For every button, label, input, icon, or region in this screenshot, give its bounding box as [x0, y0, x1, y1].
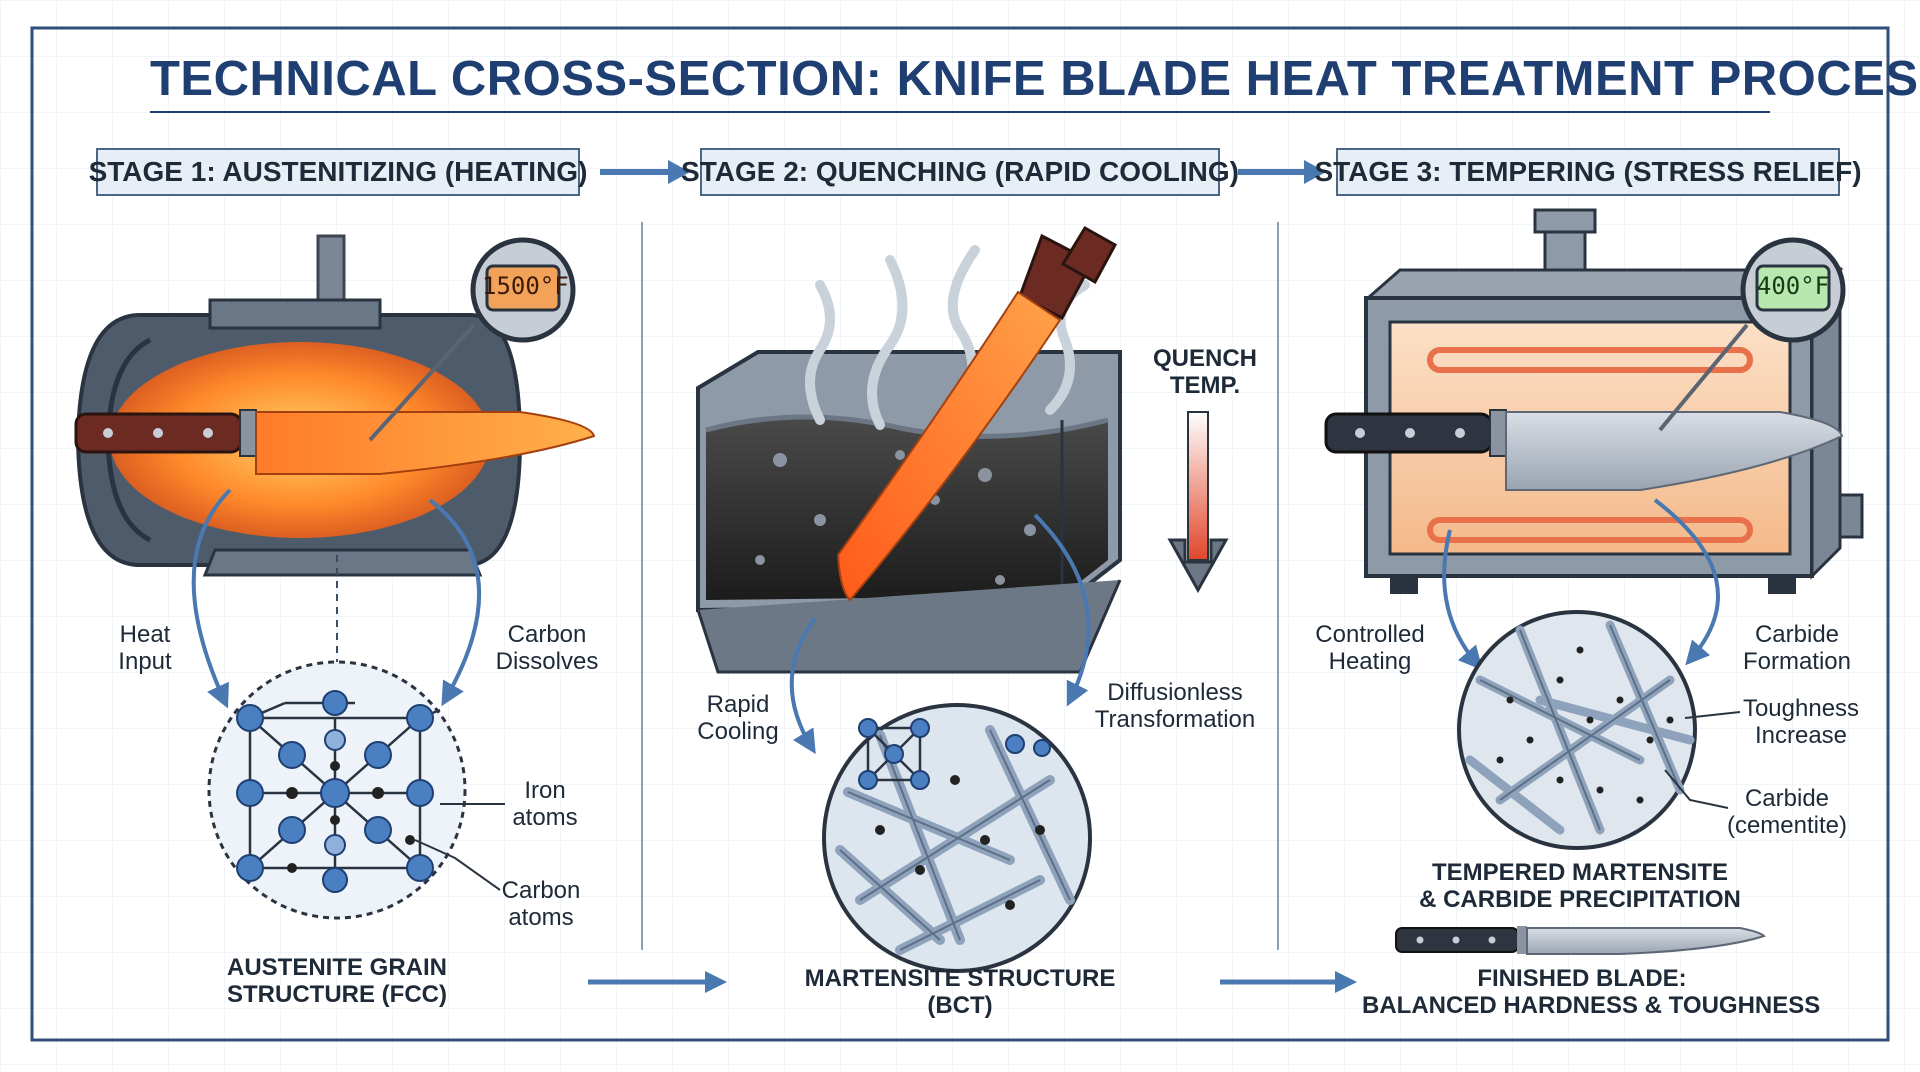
rapid-cooling-arrow: [789, 616, 817, 755]
martensite-icon: [822, 703, 1092, 973]
flow-arrow-bottom-2: [1220, 971, 1357, 993]
quench-temp-label: QUENCH TEMP.: [1152, 345, 1257, 399]
stage-2-banner: STAGE 2: QUENCHING (RAPID COOLING): [681, 148, 1239, 196]
knife-hot-icon: [74, 409, 596, 475]
carbide-leader: [1664, 769, 1729, 809]
finished-knife-icon: [1395, 926, 1766, 955]
tempered-caption: TEMPERED MARTENSITE & CARBIDE PRECIPITAT…: [1419, 859, 1741, 913]
carbon-dissolves-arrow: [428, 498, 482, 707]
fcc-lattice-icon: [207, 660, 505, 920]
tempered-martensite-icon: [1457, 610, 1741, 850]
carbide-formation-label: Carbide Formation: [1742, 621, 1852, 675]
rapid-cooling-label: Rapid Cooling: [697, 691, 779, 745]
carbide-cementite-label: Carbide (cementite): [1726, 785, 1848, 839]
thermometer-icon: [368, 237, 576, 442]
diffusionless-arrow: [1033, 513, 1091, 707]
thermometer-oven-icon: [1658, 237, 1846, 432]
carbon-dissolves-label: Carbon Dissolves: [495, 621, 599, 675]
page-title: TECHNICAL CROSS-SECTION: KNIFE BLADE HEA…: [150, 52, 1920, 106]
toughness-leader: [1684, 711, 1741, 719]
furnace-temp-readout: 1500°F: [482, 272, 569, 300]
toughness-increase-label: Toughness Increase: [1742, 695, 1860, 749]
carbide-formation-arrow: [1653, 498, 1720, 666]
carbon-atoms-label: Carbon atoms: [501, 877, 581, 931]
finished-blade-caption: FINISHED BLADE: BALANCED HARDNESS & TOUG…: [1362, 965, 1821, 1019]
stage-3-banner: STAGE 3: TEMPERING (STRESS RELIEF): [1314, 148, 1862, 196]
knife-quench-icon: [836, 225, 1118, 602]
flow-arrow-bottom-1: [588, 971, 727, 993]
controlled-heating-label: Controlled Heating: [1315, 621, 1425, 675]
martensite-caption: MARTENSITE STRUCTURE (BCT): [804, 965, 1116, 1019]
outer-frame: [30, 26, 1890, 1042]
austenite-caption: AUSTENITE GRAIN STRUCTURE (FCC): [226, 954, 447, 1008]
furnace-icon: [75, 234, 523, 577]
heat-input-label: Heat Input: [118, 621, 172, 675]
stage-arrow-2-3: [1238, 160, 1326, 184]
heat-input-arrow: [191, 488, 232, 709]
iron-atoms-label: Iron atoms: [512, 777, 578, 831]
controlled-heating-arrow: [1442, 529, 1483, 671]
stage-arrow-1-2: [600, 160, 690, 184]
quench-temp-gauge: [1167, 411, 1229, 594]
stage-1-banner: STAGE 1: AUSTENITIZING (HEATING): [89, 148, 587, 196]
oven-temp-readout: 400°F: [1756, 272, 1830, 300]
carbon-leader: [414, 839, 501, 891]
knife-tempered-icon: [1324, 409, 1844, 491]
diffusionless-label: Diffusionless Transformation: [1094, 679, 1256, 733]
